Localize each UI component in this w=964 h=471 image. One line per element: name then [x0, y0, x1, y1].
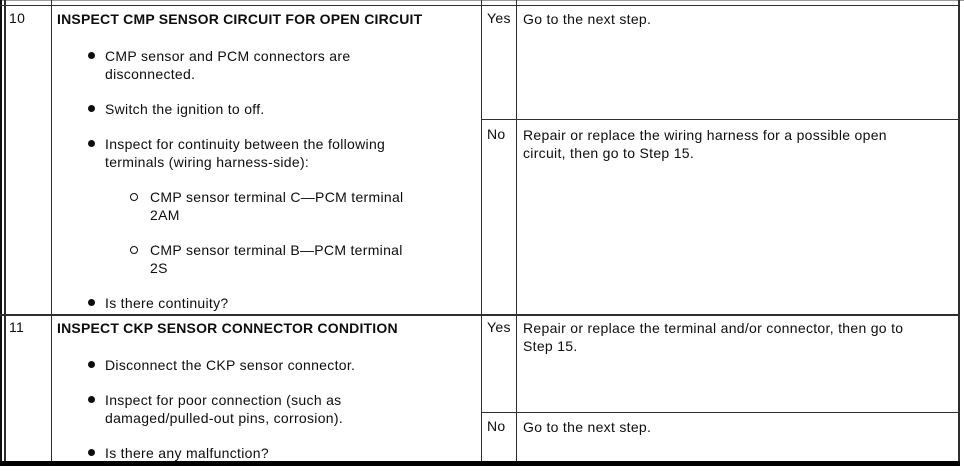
step-number-10: 10	[9, 10, 26, 26]
list-item-text: Is there continuity?	[105, 295, 229, 311]
list-item: Switch the ignition to off.	[57, 100, 475, 118]
bullet-icon	[88, 396, 95, 403]
list-item: Inspect for poor connection (such as dam…	[57, 391, 475, 427]
bullet-icon	[88, 105, 95, 112]
list-item: Is there any malfunction?	[57, 444, 475, 462]
list-item-text: Inspect for poor connection (such as dam…	[105, 392, 344, 426]
table-outer-left-border	[0, 0, 2, 466]
row11-yes-no-divider	[481, 411, 960, 413]
step-11-no-action: Go to the next step.	[523, 419, 652, 435]
sub-list-item: CMP sensor terminal C—PCM terminal 2AM	[57, 188, 475, 224]
bullet-icon	[88, 140, 95, 147]
row-10-11-divider	[0, 314, 960, 316]
step-10-no-label: No	[487, 126, 506, 142]
action-column-divider	[516, 0, 518, 461]
step-10-no-action: Repair or replace the wiring harness for…	[523, 127, 887, 161]
step-11-yes-label: Yes	[487, 319, 511, 335]
row10-yes-no-divider	[481, 118, 960, 120]
list-item: Inspect for continuity between the follo…	[57, 135, 475, 171]
bullet-icon	[88, 299, 95, 306]
table-right-border	[958, 0, 960, 466]
list-item-text: Inspect for continuity between the follo…	[105, 136, 386, 170]
list-item-text: Is there any malfunction?	[105, 445, 269, 461]
bullet-icon	[88, 52, 95, 59]
sub-list-item: CMP sensor terminal B—PCM terminal 2S	[57, 241, 475, 277]
step-column-divider	[51, 0, 53, 461]
list-item: Disconnect the CKP sensor connector.	[57, 356, 475, 374]
sub-list-item-text: CMP sensor terminal C—PCM terminal 2AM	[150, 189, 404, 223]
list-item-text: CMP sensor and PCM connectors are discon…	[105, 48, 351, 82]
step-10-yes-label: Yes	[487, 10, 511, 26]
list-item-text: Disconnect the CKP sensor connector.	[105, 357, 356, 373]
step-10-inspection-cell: INSPECT CMP SENSOR CIRCUIT FOR OPEN CIRC…	[57, 10, 475, 329]
step-11-title: INSPECT CKP SENSOR CONNECTOR CONDITION	[57, 320, 398, 336]
step-11-no-label: No	[487, 418, 506, 434]
yesno-column-divider	[481, 0, 483, 461]
list-item-text: Switch the ignition to off.	[105, 101, 265, 117]
bullet-icon	[88, 449, 95, 456]
step-10-yes-action: Go to the next step.	[523, 11, 652, 27]
table-inner-left-border	[4, 0, 6, 461]
circle-bullet-icon	[130, 193, 138, 201]
step-10-title: INSPECT CMP SENSOR CIRCUIT FOR OPEN CIRC…	[57, 11, 423, 27]
bullet-icon	[88, 361, 95, 368]
circle-bullet-icon	[130, 246, 138, 254]
previous-row-bottom-border	[0, 4, 960, 7]
list-item: CMP sensor and PCM connectors are discon…	[57, 47, 475, 83]
step-number-11: 11	[9, 319, 25, 335]
table-bottom-thick-border	[0, 461, 960, 466]
sub-list-item-text: CMP sensor terminal B—PCM terminal 2S	[150, 242, 403, 276]
step-11-inspection-cell: INSPECT CKP SENSOR CONNECTOR CONDITION D…	[57, 319, 475, 471]
list-item: Is there continuity?	[57, 294, 475, 312]
step-11-yes-action: Repair or replace the terminal and/or co…	[523, 320, 904, 354]
